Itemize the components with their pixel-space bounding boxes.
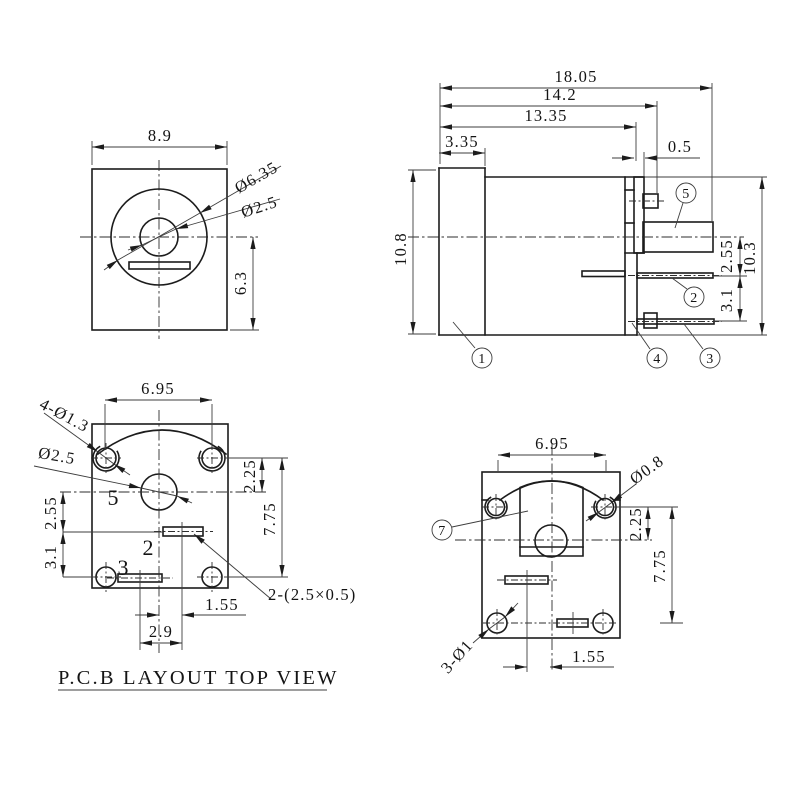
callout-1: 1 [478, 352, 486, 367]
callout-5: 5 [682, 187, 690, 202]
pad-number-3: 3 [118, 555, 129, 580]
dim-pitch-a: 2.55 [717, 239, 736, 273]
view-title: P.C.B LAYOUT TOP VIEW [58, 667, 339, 689]
callout-2-circle [683, 286, 705, 308]
dim-pcb-slot-pitch: 2.9 [149, 622, 173, 641]
bottom-left-ear [484, 496, 508, 519]
callout-1-circle [471, 347, 493, 369]
dim-pcb-pitch-b: 3.1 [41, 545, 60, 569]
front-key-slot [128, 261, 191, 270]
dim-length-to-board: 13.35 [524, 106, 567, 125]
pad-number-5: 5 [108, 485, 119, 510]
dim-bottom-hole-span: 6.95 [535, 434, 569, 453]
dim-front-height: 6.3 [231, 271, 250, 295]
front-barrel-circle [110, 188, 208, 286]
pcb-layout-view: 6.95 2.25 7.75 2.55 3.1 1.55 2.9 4-Ø1.3 … [33, 379, 357, 691]
dim-bottom-slot-offset: 1.55 [572, 647, 606, 666]
pcb-right-ear [198, 445, 226, 472]
callout-7: 7 [438, 524, 446, 539]
callout-4-circle [646, 347, 668, 369]
callout-3: 3 [706, 352, 714, 367]
callout-2: 2 [690, 291, 698, 306]
front-pin-circle [139, 217, 179, 257]
callout-7-circle [431, 519, 453, 541]
callout-5-circle [675, 182, 697, 204]
dim-overall-length: 18.05 [554, 67, 597, 86]
dim-board-gap: 0.5 [668, 137, 692, 156]
dim-body-height: 10.8 [391, 232, 410, 266]
center-pin-bore [534, 524, 568, 558]
dim-pcb-pitch-a: 2.55 [41, 496, 60, 530]
dim-slot-size: 2-(2.5×0.5) [268, 585, 357, 604]
dim-bottom-top-offset: 2.25 [626, 507, 645, 541]
dim-terminal-span: 10.3 [740, 241, 759, 275]
pcb-left-ear [92, 445, 120, 472]
dim-front-width: 8.9 [148, 126, 172, 145]
pad-number-2: 2 [143, 535, 154, 560]
dim-length-to-tab: 14.2 [543, 85, 577, 104]
callout-3-circle [699, 347, 721, 369]
front-body-outline [91, 168, 228, 331]
pcb-board-section [633, 176, 645, 254]
dim-bottom-row-span: 7.75 [650, 549, 669, 583]
terminal-3-tab [643, 312, 658, 329]
dim-pitch-b: 3.1 [717, 288, 736, 312]
pcb-shield-arc [96, 429, 228, 456]
bottom-slot-a [504, 575, 549, 585]
metal-dome-section [519, 480, 584, 557]
dim-pcb-top-offset: 2.25 [240, 459, 259, 493]
pcb-outline [91, 423, 229, 589]
callout-4: 4 [653, 352, 661, 367]
dim-pcb-hole-span: 6.95 [141, 379, 175, 398]
dim-pcb-slot-offset: 1.55 [205, 595, 239, 614]
dim-flange-length: 3.35 [445, 132, 479, 151]
bottom-outline [481, 471, 621, 639]
side-view: 18.05 14.2 13.35 3.35 0.5 10.8 2.55 3.1 … [391, 67, 767, 369]
dim-pcb-row-span: 7.75 [260, 502, 279, 536]
internal-contact [581, 270, 626, 278]
